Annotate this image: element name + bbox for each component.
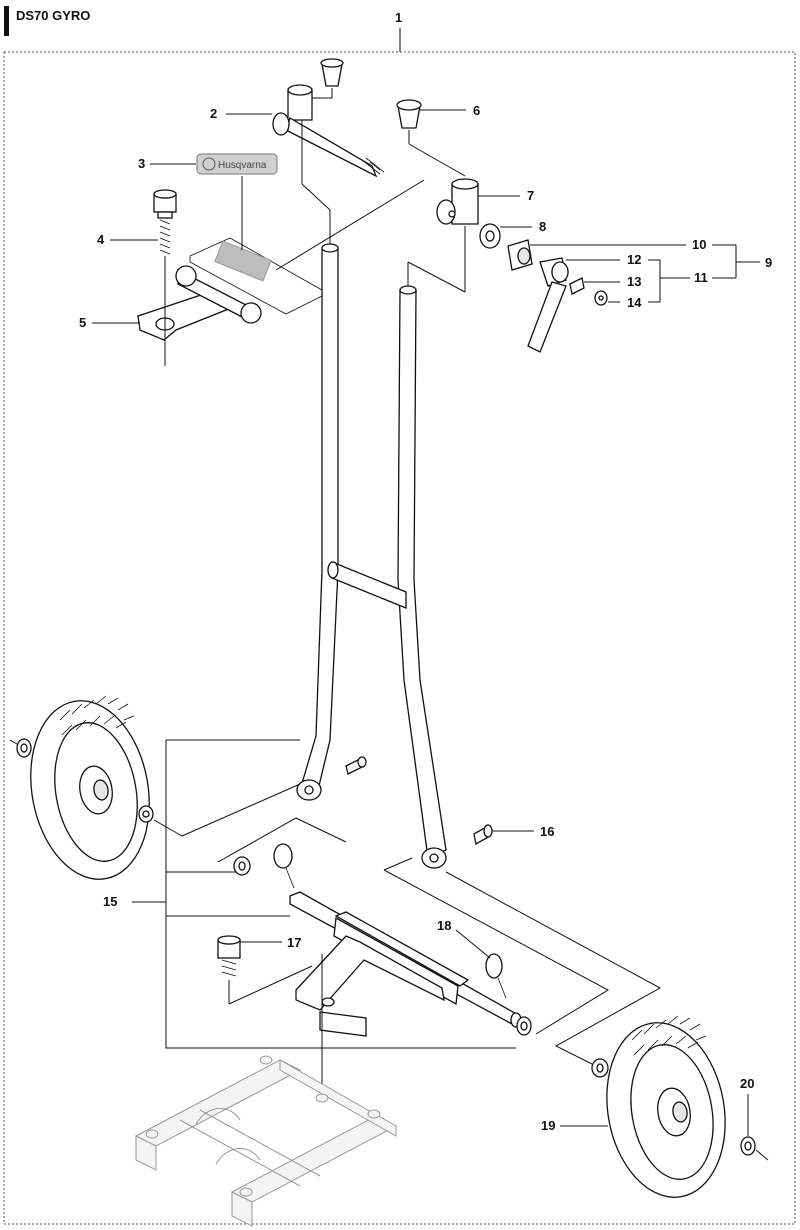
svg-text:20: 20 — [740, 1076, 754, 1091]
callout-8: 8 — [500, 219, 546, 234]
svg-text:5: 5 — [79, 315, 86, 330]
svg-text:6: 6 — [473, 103, 480, 118]
callout-7: 7 — [478, 188, 534, 203]
callout-12: 12 — [566, 252, 641, 267]
bolt-4 — [153, 189, 177, 366]
bolt-left — [345, 756, 367, 775]
handle-cap-right — [396, 99, 466, 177]
washer-20 — [740, 1094, 769, 1161]
svg-text:10: 10 — [692, 237, 706, 252]
page-title: DS70 GYRO — [16, 8, 90, 23]
callout-11: 11 — [648, 259, 708, 303]
assembly-frame — [3, 51, 796, 1225]
svg-text:17: 17 — [287, 935, 301, 950]
washer-right-inner — [591, 1058, 609, 1078]
saw-base-reference — [134, 1055, 398, 1227]
bolt-17 — [217, 935, 313, 1005]
svg-text:14: 14 — [627, 295, 642, 310]
svg-text:1: 1 — [395, 10, 402, 25]
pin-ring-18 — [455, 929, 507, 999]
wheel-left — [30, 695, 150, 880]
pin-ring-left — [273, 843, 295, 889]
frame-cross-bar — [327, 561, 407, 609]
clamp-lever — [527, 257, 569, 353]
spacer-8 — [479, 223, 501, 249]
husqvarna-decal: Husqvarna — [196, 153, 278, 175]
washer-left-outer — [9, 738, 32, 758]
callout-2: 2 — [210, 106, 272, 121]
callout-10: 10 — [530, 237, 706, 252]
bushing-10 — [507, 239, 533, 271]
callout-14: 14 — [608, 295, 642, 310]
callout-3: 3 — [138, 156, 243, 250]
bolt-16 — [473, 824, 534, 846]
svg-text:13: 13 — [627, 274, 641, 289]
callout-18: 18 — [437, 918, 451, 933]
svg-text:18: 18 — [437, 918, 451, 933]
bracket-plate — [137, 237, 323, 341]
svg-text:9: 9 — [765, 255, 772, 270]
title-bar-marker — [4, 6, 9, 36]
callout-4: 4 — [97, 232, 158, 247]
svg-text:3: 3 — [138, 156, 145, 171]
screw-13 — [569, 277, 585, 295]
callout-19: 19 — [541, 1118, 608, 1133]
group-15-bracket — [132, 739, 516, 1049]
support-bracket — [295, 935, 445, 1037]
washer-axle-right — [516, 1016, 532, 1036]
washer-15 — [233, 856, 251, 876]
callout-16: 16 — [540, 824, 554, 839]
wheel-right — [606, 1015, 726, 1198]
svg-text:15: 15 — [103, 894, 117, 909]
callout-1: 1 — [395, 10, 402, 25]
callout-15: 15 — [103, 894, 117, 909]
svg-text:8: 8 — [539, 219, 546, 234]
callout-20: 20 — [740, 1076, 754, 1091]
svg-text:19: 19 — [541, 1118, 555, 1133]
handle-clamp — [436, 178, 479, 225]
decal-text: Husqvarna — [218, 160, 267, 171]
callout-17: 17 — [287, 935, 301, 950]
svg-text:16: 16 — [540, 824, 554, 839]
svg-text:2: 2 — [210, 106, 217, 121]
svg-text:7: 7 — [527, 188, 534, 203]
frame-right-tube — [397, 285, 447, 869]
svg-text:12: 12 — [627, 252, 641, 267]
washer-14 — [594, 290, 608, 306]
handle-shaft — [272, 84, 385, 178]
washer-left-inner — [138, 805, 154, 823]
callout-5: 5 — [79, 315, 140, 330]
callout-13: 13 — [584, 274, 641, 289]
svg-text:4: 4 — [97, 232, 105, 247]
frame-left-tube — [296, 243, 339, 801]
svg-text:11: 11 — [694, 270, 708, 285]
handle-cap-left — [310, 58, 344, 99]
callout-9: 9 — [712, 244, 772, 279]
callout-6: 6 — [420, 103, 480, 118]
